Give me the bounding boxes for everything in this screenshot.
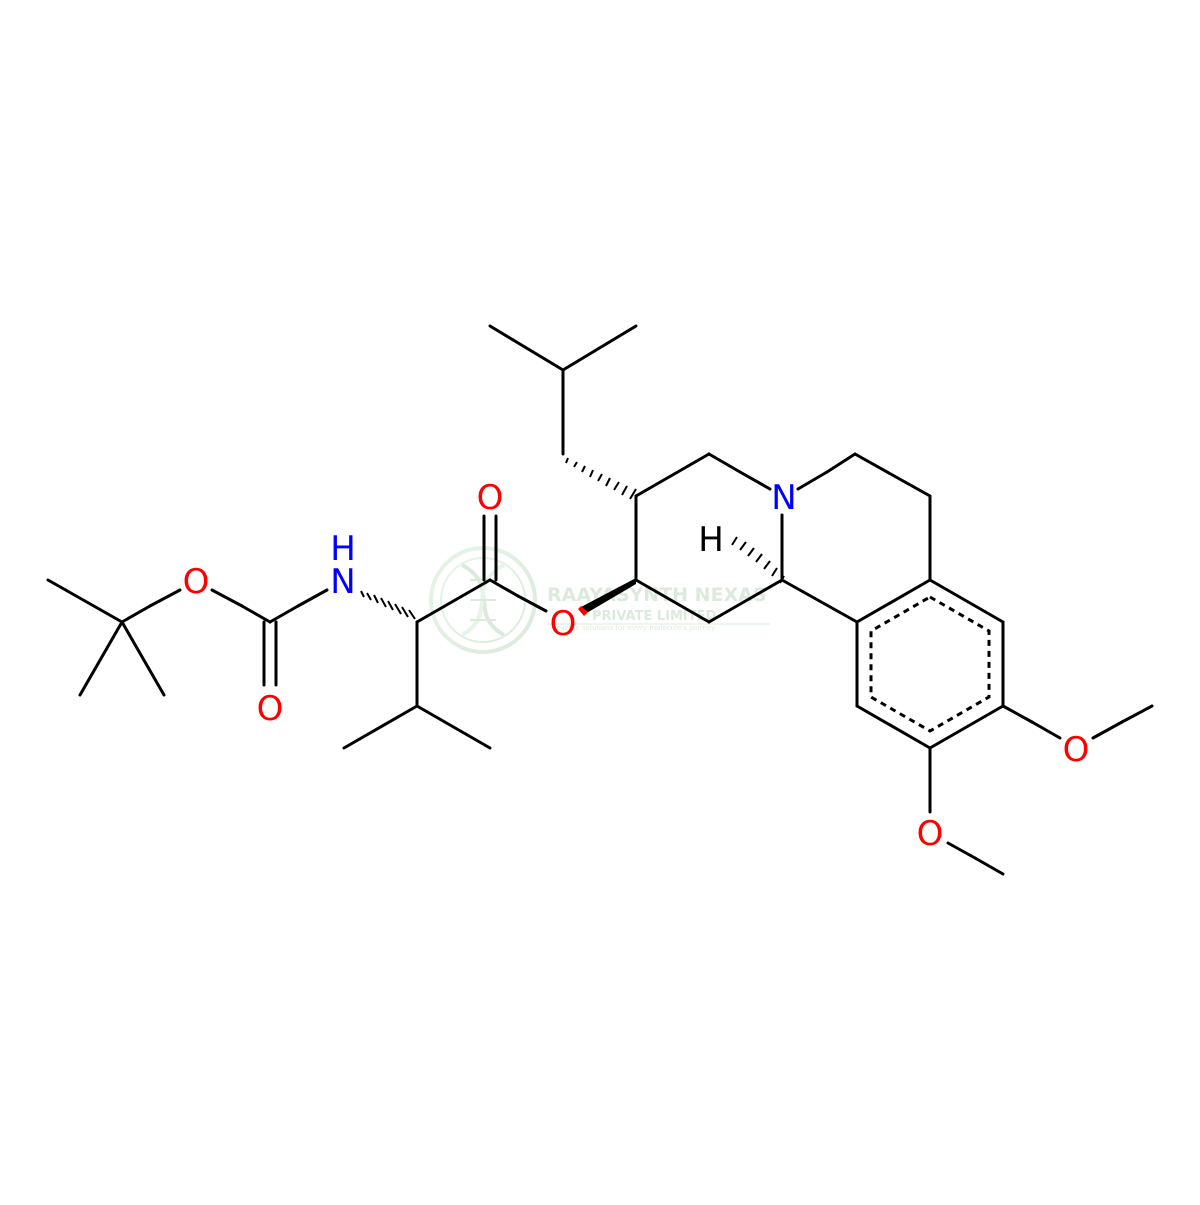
bond (796, 470, 829, 491)
oxygen-label: O (1063, 730, 1090, 770)
bond (488, 578, 520, 598)
boc-carbamate (210, 588, 329, 687)
methoxy-group-2 (928, 746, 1005, 876)
bond (738, 470, 772, 491)
bond (1120, 704, 1154, 724)
bond (855, 578, 932, 624)
valine-fragment (342, 514, 548, 750)
hashed-wedge (360, 590, 416, 620)
oxygen-label: O (477, 478, 504, 518)
watermark-tagline: Reliable solutions for every molecule's … (552, 624, 715, 632)
solid-wedge (578, 578, 636, 616)
bond (1001, 704, 1034, 724)
bond (120, 620, 166, 697)
nitrogen-label: N (771, 478, 796, 518)
bond (516, 594, 548, 613)
bond (415, 704, 492, 750)
bond (634, 578, 711, 624)
bond (268, 604, 300, 624)
bond (342, 704, 419, 750)
bond (928, 578, 1005, 624)
bond (415, 578, 492, 624)
bond (928, 704, 1005, 750)
nitrogen-label: N (330, 562, 355, 602)
hashed-wedge (731, 536, 785, 584)
bond (707, 578, 784, 624)
oxygen-label: O (257, 689, 284, 729)
bond (1030, 720, 1062, 740)
atom-labels: O O N H O O N H O O (183, 478, 1090, 854)
oxygen-label: O (917, 814, 944, 854)
bond (46, 578, 124, 624)
hashed-wedge (565, 457, 637, 500)
oxygen-label: O (183, 562, 210, 602)
bond (488, 324, 565, 372)
bond (973, 856, 1005, 876)
bond (707, 452, 742, 474)
oxygen-label: O (550, 604, 577, 644)
bond (210, 588, 244, 608)
aromatic-ring (869, 595, 991, 733)
bond (946, 841, 977, 860)
isobutyl-group (488, 324, 638, 456)
watermark-subtitle: PRIVATE LIMITED (592, 609, 717, 624)
methoxy-group-1 (1001, 704, 1154, 740)
benzene-ring (855, 578, 1005, 750)
bond (634, 452, 711, 498)
hydrogen-label: H (698, 520, 724, 560)
quinolizine-ring (634, 452, 932, 624)
bond (855, 704, 932, 750)
bond (561, 324, 638, 372)
bond (825, 452, 857, 474)
bond (78, 620, 124, 697)
bond (780, 578, 859, 624)
bond (120, 604, 152, 624)
hydrogen-label: H (330, 529, 356, 569)
bond (240, 604, 272, 624)
watermark-name: RAAYASYNTH NEXAS (547, 584, 767, 606)
tert-butyl-group (46, 578, 182, 697)
bond (853, 452, 932, 498)
bond (148, 588, 182, 608)
bond (1091, 720, 1124, 740)
bond (296, 588, 329, 608)
